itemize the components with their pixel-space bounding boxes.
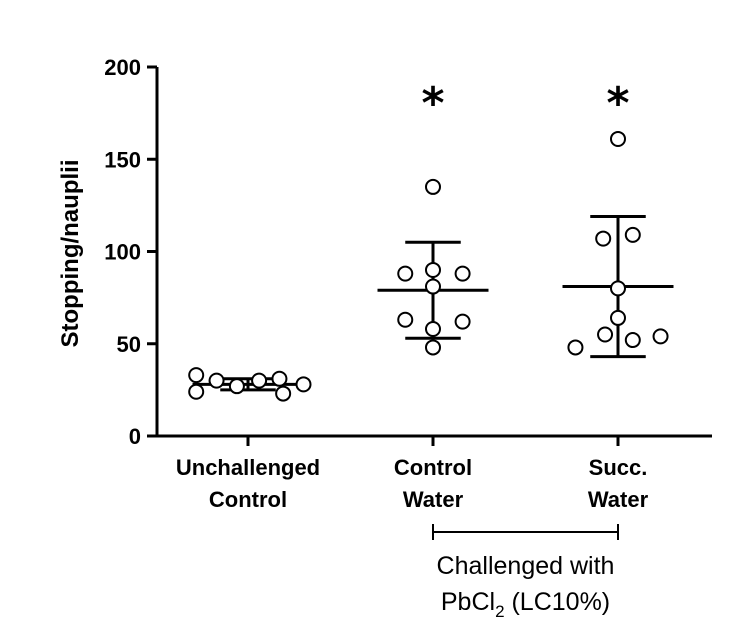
bracket-label-subscript: 2 <box>495 602 504 621</box>
bracket-label-line2: PbCl2 (LC10%) <box>441 588 610 621</box>
data-point <box>454 265 471 282</box>
y-tick-label: 150 <box>104 147 141 172</box>
bracket-label-formula: PbCl <box>441 588 495 616</box>
data-point <box>275 385 292 402</box>
data-point <box>425 278 441 295</box>
data-point <box>425 261 441 278</box>
data-point <box>188 367 205 384</box>
y-axis-title: Stopping/nauplii <box>57 160 84 348</box>
category-label: Unchallenged <box>176 455 320 480</box>
data-point <box>610 280 626 297</box>
category-label: Control <box>394 455 472 480</box>
bracket-label-rest: (LC10%) <box>505 588 611 616</box>
data-point <box>624 332 641 349</box>
bracket-label-line1: Challenged with <box>437 552 615 580</box>
category-label: Control <box>209 487 287 512</box>
data-point <box>425 320 441 337</box>
data-point <box>295 376 312 393</box>
data-point <box>425 178 441 195</box>
data-point <box>188 383 205 400</box>
data-point <box>251 372 268 389</box>
data-point <box>624 226 641 243</box>
data-point <box>597 326 614 343</box>
data-marks <box>188 130 674 540</box>
data-point <box>595 230 612 247</box>
data-point <box>397 311 414 328</box>
y-tick-label: 100 <box>104 240 141 265</box>
data-point <box>454 313 471 330</box>
data-point <box>397 265 414 282</box>
data-point <box>208 372 225 389</box>
significance-marker: * <box>606 78 629 129</box>
chart-labels: 050100150200UnchallengedControlControlWa… <box>57 55 649 621</box>
y-tick-label: 50 <box>117 332 141 357</box>
significance-marker: * <box>421 78 444 129</box>
data-point <box>652 328 669 345</box>
data-point <box>610 309 626 326</box>
y-tick-label: 0 <box>129 424 141 449</box>
data-point <box>425 339 441 356</box>
axes <box>147 65 712 446</box>
data-point <box>567 339 584 356</box>
category-label: Water <box>403 487 464 512</box>
y-tick-label: 200 <box>104 55 141 80</box>
data-point <box>610 130 626 147</box>
category-label: Succ. <box>589 455 648 480</box>
data-point <box>228 378 245 395</box>
category-label: Water <box>588 487 649 512</box>
data-point <box>271 370 288 387</box>
